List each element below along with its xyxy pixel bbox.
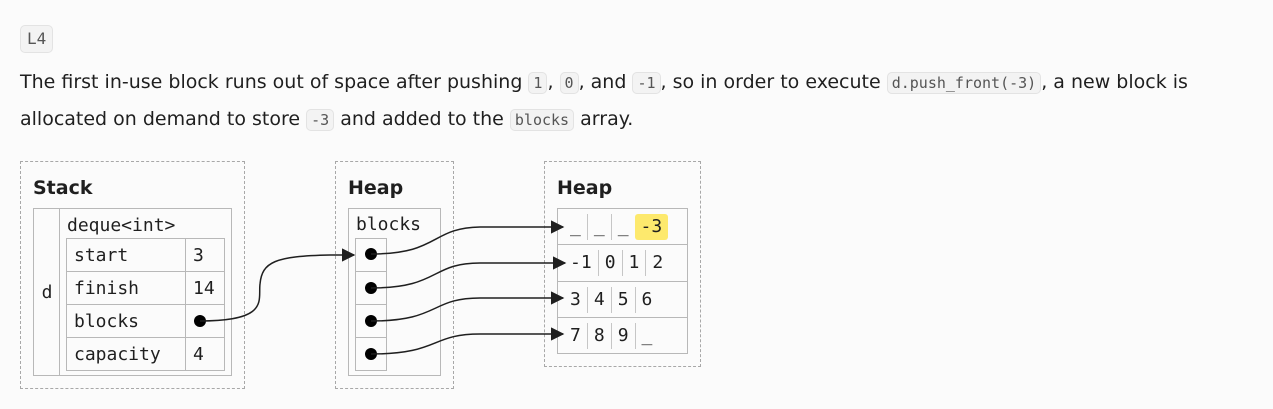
- text-segment: , and: [578, 71, 633, 93]
- field-name-start: start: [66, 238, 186, 272]
- explanation-paragraph: The first in-use block runs out of space…: [20, 64, 1255, 138]
- block-value: 7: [570, 324, 581, 346]
- field-name-finish: finish: [66, 271, 186, 305]
- block-pointer-dot: [365, 282, 377, 294]
- inline-code: d.push_front(-3): [886, 72, 1042, 94]
- block-pointer-dot: [365, 248, 377, 260]
- text-segment: , a new block is allocated on demand to …: [20, 71, 1188, 130]
- block-value: 6: [634, 286, 659, 313]
- inline-code: blocks: [509, 109, 575, 131]
- text-segment: ,: [547, 71, 560, 93]
- block-pointer-dot: [365, 315, 377, 327]
- field-value-start: 3: [185, 238, 225, 272]
- blocks-array-label: blocks: [356, 213, 422, 235]
- heap-data-title: Heap: [557, 177, 613, 199]
- text-segment: The first in-use block runs out of space…: [20, 71, 529, 93]
- block-value: 5: [610, 286, 635, 313]
- data-block-0: _ _ _ -3: [557, 208, 688, 245]
- data-block-1: -1 0 1 2: [557, 244, 688, 282]
- data-block-2: 3 4 5 6: [557, 281, 688, 318]
- data-block-3: 7 8 9 _: [557, 317, 688, 354]
- field-name-capacity: capacity: [66, 337, 186, 371]
- variable-name: d: [41, 281, 53, 303]
- heap-blocks-title: Heap: [348, 177, 404, 199]
- inline-code: -3: [306, 109, 335, 131]
- block-value: 3: [570, 288, 581, 310]
- block-value: _: [586, 213, 611, 240]
- variable-divider: [59, 208, 60, 376]
- block-value: 1: [621, 250, 646, 276]
- inline-code: -1: [632, 72, 661, 94]
- field-value-capacity: 4: [185, 337, 225, 371]
- inline-code: 0: [559, 72, 579, 94]
- block-value: 2: [645, 250, 669, 276]
- block-value: -1: [570, 252, 592, 273]
- block-value: _: [570, 215, 581, 237]
- step-label: L4: [20, 25, 54, 53]
- stack-title: Stack: [33, 177, 93, 199]
- block-value: 4: [586, 286, 611, 313]
- inline-code: 1: [528, 72, 548, 94]
- text-segment: , so in order to execute: [660, 71, 887, 93]
- block-value: _: [610, 213, 635, 240]
- field-value-finish: 14: [185, 271, 225, 305]
- block-value: 9: [610, 322, 635, 349]
- block-value: _: [634, 322, 659, 349]
- text-segment: and added to the: [334, 108, 510, 130]
- block-value: 8: [586, 322, 611, 349]
- field-name-blocks: blocks: [66, 304, 186, 338]
- type-label: deque<int>: [67, 214, 176, 236]
- block-value: 0: [597, 250, 622, 276]
- block-pointer-dot: [365, 348, 377, 360]
- blocks-pointer-dot: [194, 315, 206, 327]
- highlighted-value: -3: [634, 213, 669, 240]
- text-segment: array.: [574, 108, 634, 130]
